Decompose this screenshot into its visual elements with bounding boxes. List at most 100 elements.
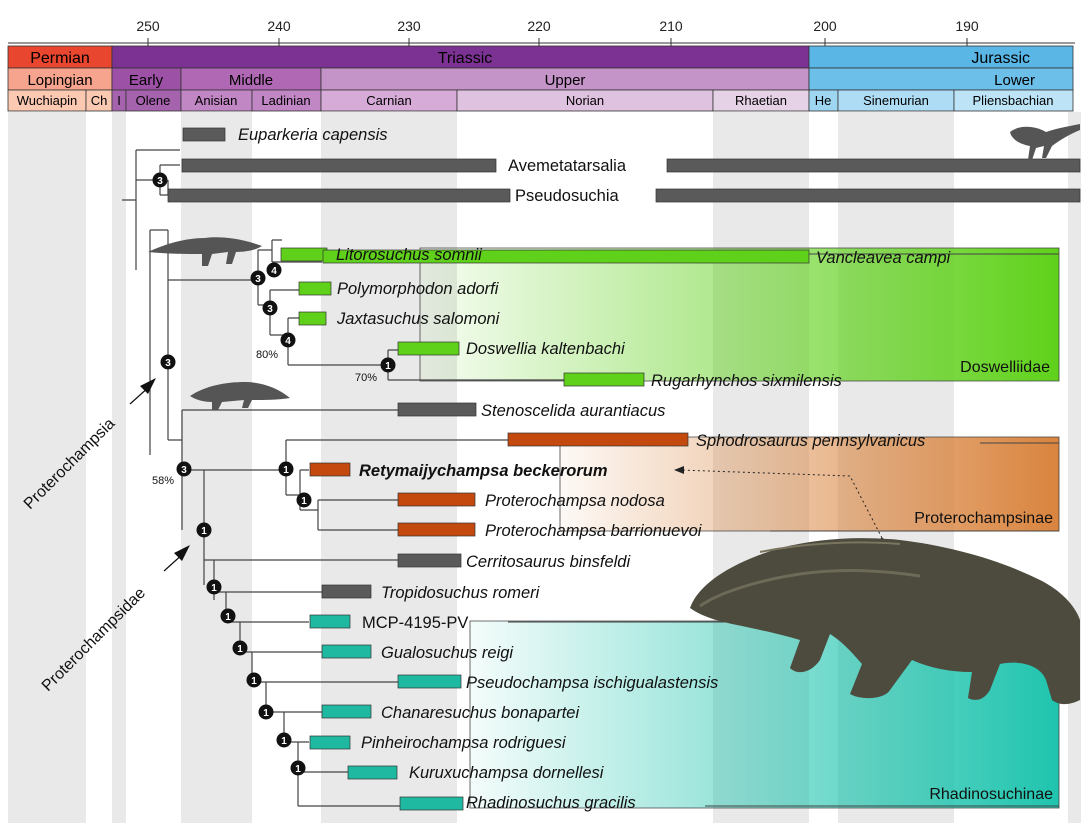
range-bar-vancleavea [322, 249, 810, 264]
svg-text:1: 1 [237, 644, 243, 655]
node-pinheiro: 1 [290, 760, 306, 776]
taxon-label-vancleavea: Vancleavea campi [816, 249, 952, 267]
node-gualo: 1 [246, 672, 262, 688]
taxon-label-pseudochampsa: Pseudochampsa ischigualastensis [466, 674, 718, 692]
node-mcp: 1 [232, 640, 248, 656]
range-bar-pinheirochampsa [309, 735, 351, 750]
stage-sinemurian-label: Sinemurian [863, 93, 929, 108]
taxon-label-litorosuchus: Litorosuchus somnii [336, 246, 483, 264]
taxon-label-pinheirochampsa: Pinheirochampsa rodriguesi [361, 734, 567, 752]
period-jurassic [808, 45, 1074, 69]
archosauriform-silhouette-2 [190, 382, 290, 410]
svg-text:1: 1 [283, 465, 289, 476]
dinosaur-silhouette [1010, 124, 1080, 160]
node-jaxta: 4 [280, 332, 296, 348]
svg-text:4: 4 [271, 266, 277, 277]
range-bar-pseudochampsa [397, 674, 462, 689]
epoch-row: Lopingian Early Middle Upper Lower [7, 67, 1074, 91]
svg-text:1: 1 [251, 676, 257, 687]
svg-text:1: 1 [301, 496, 307, 507]
svg-text:3: 3 [267, 304, 273, 315]
support-doswellia: 70% [355, 372, 377, 384]
node-doswellia: 1 [380, 357, 396, 373]
period-permian-label: Permian [30, 50, 90, 67]
range-bar-stenoscelida [397, 402, 477, 417]
node-polymorph: 3 [262, 300, 278, 316]
stage-ladinian-label: Ladinian [261, 93, 310, 108]
stage-anisian-label: Anisian [195, 93, 238, 108]
range-bar-avemetatarsalia [181, 158, 497, 173]
node-proterochampsa: 1 [296, 492, 312, 508]
range-bar-doswellia [397, 341, 460, 356]
range-bar-euparkeria [182, 127, 226, 142]
node-tropido: 1 [220, 608, 236, 624]
taxon-label-sphodrosaurus: Sphodrosaurus pennsylvanicus [696, 432, 925, 450]
taxon-label-chanaresuchus: Chanaresuchus bonapartei [381, 704, 580, 722]
svg-text:4: 4 [285, 336, 291, 347]
range-bar-retymaijychampsa [309, 462, 351, 477]
taxon-label-pseudosuchia: Pseudosuchia [515, 187, 619, 205]
node-archosauria: 3 [152, 172, 168, 188]
clade-box-doswelliidae [419, 247, 1060, 382]
range-bar-avemetatarsalia [666, 158, 1081, 173]
range-bar-jaxtasuchus [298, 311, 327, 326]
taxon-label-retymaijychampsa: Retymaijychampsa beckerorum [359, 462, 608, 480]
support-jaxta: 80% [256, 349, 278, 361]
stage-carnian-label: Carnian [366, 93, 412, 108]
tick-label: 190 [955, 18, 979, 34]
taxon-label-cerritosaurus: Cerritosaurus binsfeldi [466, 553, 631, 571]
clade-label-rhadinosuchinae: Rhadinosuchinae [929, 786, 1053, 803]
stage-he-label: He [815, 93, 832, 108]
node-proterochampsia: 3 [160, 354, 176, 370]
tick-label: 240 [267, 18, 291, 34]
taxon-label-kuruxuchampsa: Kuruxuchampsa dornellesi [409, 764, 605, 782]
archosauriform-silhouette-1 [148, 237, 262, 266]
stage-norian-label: Norian [566, 93, 604, 108]
taxon-label-doswellia: Doswellia kaltenbachi [466, 340, 626, 358]
svg-text:1: 1 [225, 612, 231, 623]
epoch-early-label: Early [129, 72, 164, 89]
range-bars [167, 127, 1081, 811]
node-cerrito: 1 [206, 579, 222, 595]
clade-boxes: Doswelliidae Proterochampsinae Rhadinosu… [419, 247, 1060, 809]
stage-rhaetian-label: Rhaetian [735, 93, 787, 108]
taxon-label-jaxtasuchus: Jaxtasuchus salomoni [336, 310, 501, 328]
svg-text:3: 3 [165, 358, 171, 369]
node-pc-root: 3 [176, 461, 192, 477]
support-labels: 80% 70% 58% [152, 349, 377, 487]
node-pseudo: 1 [258, 704, 274, 720]
node-pcidae: 1 [196, 522, 212, 538]
taxon-label-tropidosuchus: Tropidosuchus romeri [381, 584, 541, 602]
node-doswell-main: 3 [250, 270, 266, 286]
svg-text:3: 3 [255, 274, 261, 285]
range-bar-chanaresuchus [321, 704, 372, 719]
svg-text:1: 1 [385, 361, 391, 372]
stage-ch-label: Ch [91, 93, 108, 108]
range-bar-litorosuchus [280, 247, 328, 262]
range-bar-proterochampsa-barrionuevoi [397, 522, 476, 537]
range-bar-polymorphodon [298, 281, 332, 296]
clade-label-doswelliidae: Doswelliidae [960, 359, 1050, 376]
taxon-label-gualosuchus: Gualosuchus reigi [381, 644, 514, 662]
range-bar-proterochampsa-nodosa [397, 492, 476, 507]
range-bar-tropidosuchus [321, 584, 372, 599]
taxon-label-rhadinosuchus: Rhadinosuchus gracilis [466, 794, 636, 812]
range-bar-gualosuchus [321, 644, 372, 659]
tick-label: 250 [136, 18, 160, 34]
epoch-upper-label: Upper [545, 72, 586, 89]
node-sphod: 1 [278, 461, 294, 477]
range-bar-sphodrosaurus [507, 432, 689, 447]
proterochampsid-reconstruction [690, 538, 1080, 705]
tick-label: 230 [397, 18, 421, 34]
epoch-lower-label: Lower [994, 72, 1035, 89]
range-bar-rugarhynchos [563, 372, 645, 387]
svg-text:1: 1 [211, 583, 217, 594]
taxon-labels: Euparkeria capensis Avemetatarsalia Pseu… [238, 126, 952, 812]
period-jurassic-label: Jurassic [971, 50, 1030, 67]
range-bar-mcp [309, 614, 351, 629]
taxon-label-stenoscelida: Stenoscelida aurantiacus [481, 402, 665, 420]
taxon-label-rugarhynchos: Rugarhynchos sixmilensis [651, 372, 842, 390]
range-bar-pseudosuchia [167, 188, 511, 203]
node-circles: 3 4 3 3 4 1 3 3 1 1 1 1 1 1 1 1 1 1 1 [152, 172, 396, 776]
